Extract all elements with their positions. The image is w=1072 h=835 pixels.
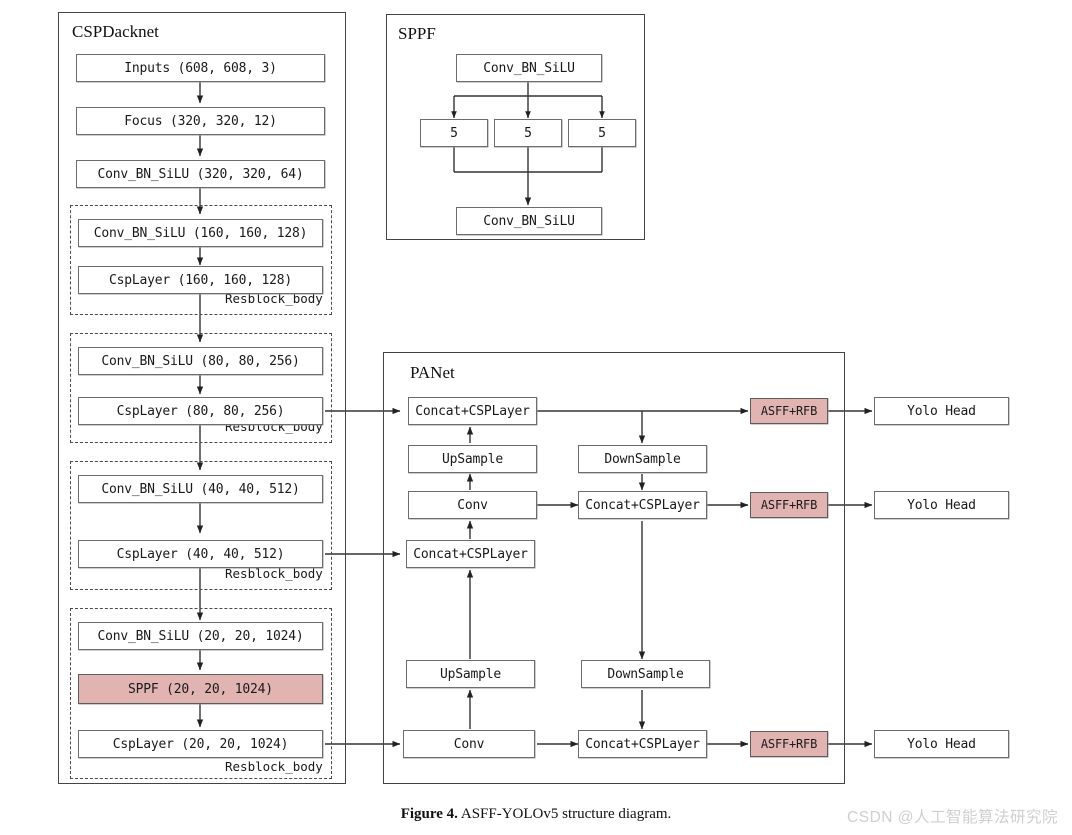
node-conv-bn-silu-320[interactable]: Conv_BN_SiLU (320, 320, 64) bbox=[76, 160, 325, 188]
node-asff-rfb-2[interactable]: ASFF+RFB bbox=[750, 492, 828, 518]
backbone-title: CSPDacknet bbox=[72, 22, 159, 41]
node-csplayer-40[interactable]: CspLayer (40, 40, 512) bbox=[78, 540, 323, 568]
sppf-module-frame bbox=[386, 14, 645, 240]
node-sppf-output-conv[interactable]: Conv_BN_SiLU bbox=[456, 207, 602, 235]
node-conv-bottom[interactable]: Conv bbox=[403, 730, 535, 758]
resblock-body-group-3 bbox=[70, 461, 332, 590]
node-concat-csplayer-top[interactable]: Concat+CSPLayer bbox=[408, 397, 537, 425]
node-sppf-pool-1[interactable]: 5 bbox=[420, 119, 488, 147]
node-concat-csplayer-mid[interactable]: Concat+CSPLayer bbox=[406, 540, 535, 568]
node-concat-csplayer-right-1[interactable]: Concat+CSPLayer bbox=[578, 491, 707, 519]
sppf-module-title: SPPF bbox=[398, 24, 436, 43]
node-csplayer-20[interactable]: CspLayer (20, 20, 1024) bbox=[78, 730, 323, 758]
figure-caption: Figure 4. ASFF-YOLOv5 structure diagram. bbox=[0, 806, 1072, 823]
csdn-watermark: CSDN @人工智能算法研究院 bbox=[847, 809, 1058, 826]
node-upsample-top[interactable]: UpSample bbox=[408, 445, 537, 473]
panet-title: PANet bbox=[410, 363, 455, 382]
node-conv-bn-silu-20[interactable]: Conv_BN_SiLU (20, 20, 1024) bbox=[78, 622, 323, 650]
node-conv-bn-silu-160[interactable]: Conv_BN_SiLU (160, 160, 128) bbox=[78, 219, 323, 247]
node-sppf-input-conv[interactable]: Conv_BN_SiLU bbox=[456, 54, 602, 82]
node-downsample-top[interactable]: DownSample bbox=[578, 445, 707, 473]
node-yolo-head-3[interactable]: Yolo Head bbox=[874, 730, 1009, 758]
node-yolo-head-1[interactable]: Yolo Head bbox=[874, 397, 1009, 425]
panet-frame bbox=[383, 352, 845, 784]
node-sppf-pool-2[interactable]: 5 bbox=[494, 119, 562, 147]
architecture-diagram: CSPDacknet Resblock_body Resblock_body R… bbox=[58, 12, 1009, 784]
resblock-body-group-1 bbox=[70, 205, 332, 315]
node-asff-rfb-3[interactable]: ASFF+RFB bbox=[750, 731, 828, 757]
resblock-body-label-1: Resblock_body bbox=[225, 291, 323, 306]
resblock-body-label-4: Resblock_body bbox=[225, 759, 323, 774]
figure-caption-label: Figure 4. bbox=[400, 806, 458, 822]
figure-caption-text: ASFF-YOLOv5 structure diagram. bbox=[460, 806, 672, 822]
node-yolo-head-2[interactable]: Yolo Head bbox=[874, 491, 1009, 519]
node-sppf-pool-3[interactable]: 5 bbox=[568, 119, 636, 147]
node-conv-bn-silu-40[interactable]: Conv_BN_SiLU (40, 40, 512) bbox=[78, 475, 323, 503]
node-upsample-bottom[interactable]: UpSample bbox=[406, 660, 535, 688]
resblock-body-group-4 bbox=[70, 608, 332, 779]
node-conv-mid[interactable]: Conv bbox=[408, 491, 537, 519]
node-asff-rfb-1[interactable]: ASFF+RFB bbox=[750, 398, 828, 424]
node-inputs[interactable]: Inputs (608, 608, 3) bbox=[76, 54, 325, 82]
node-sppf-highlight[interactable]: SPPF (20, 20, 1024) bbox=[78, 674, 323, 704]
node-csplayer-80[interactable]: CspLayer (80, 80, 256) bbox=[78, 397, 323, 425]
backbone-frame bbox=[58, 12, 346, 784]
resblock-body-group-2 bbox=[70, 333, 332, 443]
node-concat-csplayer-right-2[interactable]: Concat+CSPLayer bbox=[578, 730, 707, 758]
node-focus[interactable]: Focus (320, 320, 12) bbox=[76, 107, 325, 135]
node-csplayer-160[interactable]: CspLayer (160, 160, 128) bbox=[78, 266, 323, 294]
node-conv-bn-silu-80[interactable]: Conv_BN_SiLU (80, 80, 256) bbox=[78, 347, 323, 375]
node-downsample-bottom[interactable]: DownSample bbox=[581, 660, 710, 688]
resblock-body-label-3: Resblock_body bbox=[225, 566, 323, 581]
